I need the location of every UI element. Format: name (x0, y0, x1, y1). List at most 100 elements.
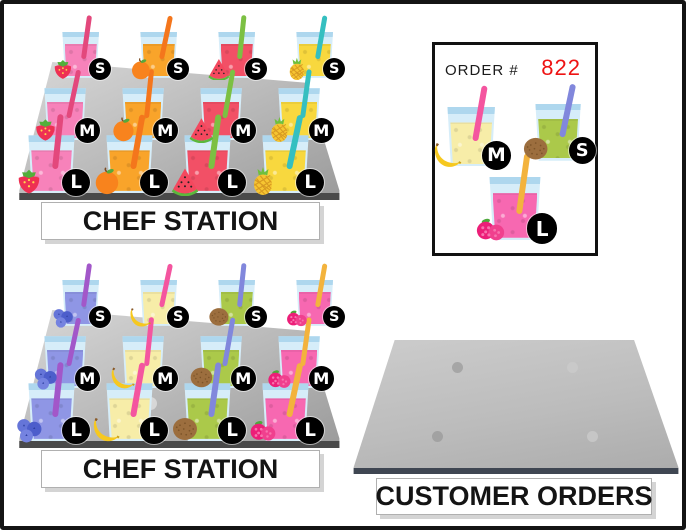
smoothie-cup-banana-s[interactable]: S (130, 263, 190, 329)
size-badge: L (62, 168, 91, 197)
size-badge: M (308, 117, 334, 143)
size-badge: M (230, 117, 256, 143)
size-badge: M (230, 365, 256, 391)
smoothie-cup-banana-l[interactable]: L (93, 362, 169, 445)
order-number: 822 (541, 55, 581, 80)
size-badge: L (218, 416, 247, 445)
order-drop-slot (587, 431, 598, 442)
smoothie-juice (46, 101, 84, 138)
size-badge: M (74, 365, 100, 391)
strawberry-icon (14, 166, 44, 196)
size-badge: M (152, 117, 178, 143)
glass-rim (278, 88, 320, 94)
raspberry-icon (474, 211, 507, 244)
glass-rim (28, 135, 75, 142)
raspberry-icon (285, 305, 309, 329)
blueberry-icon (32, 364, 59, 391)
raspberry-icon (248, 414, 278, 444)
glass-rim (122, 88, 164, 94)
smoothie-cup-banana-m[interactable]: M (111, 316, 178, 391)
smoothie-cup-raspberry-l: L (476, 153, 558, 244)
customer-orders-banner: CUSTOMER ORDERS (375, 478, 653, 515)
banana-icon (433, 139, 464, 170)
smoothie-cup-kiwi-m[interactable]: M (190, 317, 256, 391)
strawberry-icon (51, 57, 75, 81)
smoothie-cup-watermelon-l[interactable]: L (171, 114, 247, 197)
glass-rim (62, 280, 100, 286)
blueberry-icon (51, 305, 75, 329)
blueberry-icon (14, 414, 44, 444)
size-badge: L (296, 168, 325, 197)
order-drop-slot (432, 431, 443, 442)
smoothie-cup-banana-m: M (434, 85, 511, 170)
banner-text: CHEF STATION (82, 205, 279, 236)
banner-text: CHEF STATION (82, 453, 279, 484)
glass-rim (200, 336, 242, 342)
watermelon-icon (207, 57, 231, 81)
smoothie-cup-pineapple-s[interactable]: S (289, 15, 346, 81)
size-badge: L (218, 168, 247, 197)
orange-icon (110, 116, 137, 143)
size-badge: L (296, 416, 325, 445)
customer-orders-table[interactable] (353, 340, 679, 474)
glass-rim (140, 280, 178, 286)
size-badge: S (323, 306, 346, 329)
size-badge: S (245, 58, 268, 81)
kiwi-icon (207, 305, 231, 329)
smoothie-cup-strawberry-l[interactable]: L (18, 113, 91, 197)
order-drop-slot (452, 362, 463, 373)
glass-rim (296, 280, 334, 286)
glass-rim (218, 32, 256, 38)
size-badge: L (140, 416, 169, 445)
smoothie-cup-blueberry-l[interactable]: L (17, 361, 91, 445)
order-label: ORDER # (445, 62, 519, 79)
size-badge: M (308, 365, 334, 391)
order-card-header: ORDER # 822 (435, 45, 595, 81)
glass-rim (184, 383, 231, 390)
glass-rim (44, 88, 86, 94)
kiwi-icon (170, 414, 200, 444)
glass-rim (489, 176, 541, 184)
glass-rim (44, 336, 86, 342)
kiwi-icon (521, 134, 550, 163)
strawberry-icon (32, 116, 59, 143)
smoothie-cup-watermelon-m[interactable]: M (189, 69, 256, 143)
orange-icon (129, 57, 153, 81)
size-badge: M (152, 365, 178, 391)
glass-rim (296, 32, 334, 38)
smoothie-juice (265, 150, 306, 191)
size-badge: L (62, 416, 91, 445)
smoothie-cup-blueberry-m[interactable]: M (34, 317, 100, 391)
smoothie-cup-strawberry-m[interactable]: M (35, 69, 100, 143)
smoothie-cup-watermelon-s[interactable]: S (208, 15, 268, 81)
smoothie-cup-kiwi-s: S (524, 83, 596, 164)
pineapple-icon (266, 116, 293, 143)
smoothie-cup-kiwi-s[interactable]: S (209, 263, 268, 329)
smoothie-cup-kiwi-l[interactable]: L (173, 362, 247, 445)
orange-icon (92, 166, 122, 196)
glass-rim (218, 280, 256, 286)
banner-text: CUSTOMER ORDERS (375, 481, 653, 511)
smoothie-cup-orange-l[interactable]: L (95, 114, 169, 197)
banana-icon (110, 364, 137, 391)
smoothie-cup-orange-s[interactable]: S (131, 15, 190, 81)
smoothie-cup-raspberry-s[interactable]: S (287, 263, 346, 329)
glass-rim (262, 135, 309, 142)
banana-icon (129, 305, 153, 329)
smoothie-cup-pineapple-l[interactable]: L (254, 114, 325, 197)
glass-rim (62, 32, 100, 38)
size-badge: L (526, 213, 558, 244)
smoothie-cup-orange-m[interactable]: M (112, 68, 178, 143)
kiwi-icon (188, 364, 215, 391)
watermelon-icon (170, 166, 200, 197)
watermelon-icon (188, 116, 215, 143)
order-drop-slot (567, 362, 578, 373)
size-badge: S (323, 58, 346, 81)
size-badge: M (74, 117, 100, 143)
customer-orders-area: CUSTOMER ORDERS (349, 336, 683, 516)
